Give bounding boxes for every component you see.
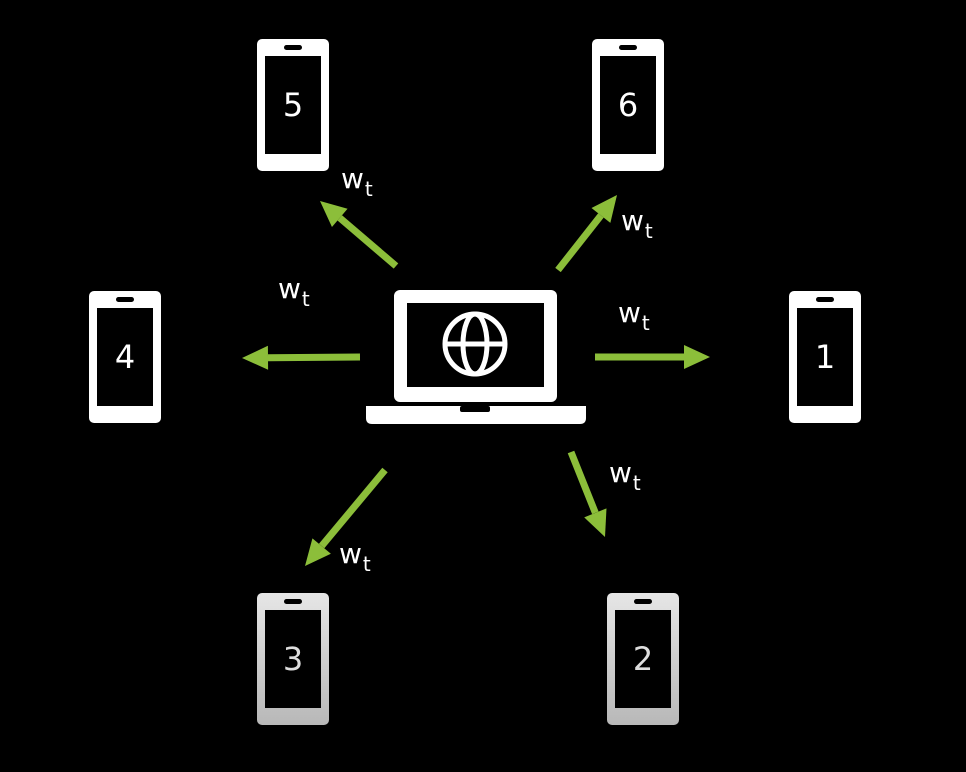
speaker-icon (619, 45, 637, 50)
arrow-to-device-1 (595, 345, 710, 369)
arrow-to-device-2 (567, 450, 607, 537)
weight-label-1: wt (618, 296, 650, 335)
weight-label-5: wt (341, 162, 373, 201)
weight-label-2: wt (609, 456, 641, 495)
speaker-icon (284, 45, 302, 50)
phone-label: 1 (815, 338, 835, 376)
arrow-to-device-3 (305, 467, 388, 566)
arrow-to-device-6 (555, 195, 617, 273)
phone-label: 6 (618, 86, 638, 124)
phone-3: 3 (257, 593, 329, 725)
speaker-icon (284, 599, 302, 604)
phone-4: 4 (89, 291, 161, 423)
phone-label: 3 (283, 640, 303, 678)
weight-label-3: wt (339, 537, 371, 576)
phone-label: 4 (115, 338, 135, 376)
laptop-globe-icon (366, 290, 586, 424)
phone-label: 5 (283, 86, 303, 124)
globe-icon (442, 311, 508, 377)
phone-1: 1 (789, 291, 861, 423)
speaker-icon (634, 599, 652, 604)
speaker-icon (816, 297, 834, 302)
phone-label: 2 (633, 640, 653, 678)
phone-2: 2 (607, 593, 679, 725)
speaker-icon (116, 297, 134, 302)
arrow-to-device-4 (242, 345, 361, 370)
weight-label-4: wt (278, 272, 310, 311)
phone-5: 5 (257, 39, 329, 171)
phone-6: 6 (592, 39, 664, 171)
weight-label-6: wt (621, 204, 653, 243)
arrow-to-device-5 (320, 201, 399, 269)
